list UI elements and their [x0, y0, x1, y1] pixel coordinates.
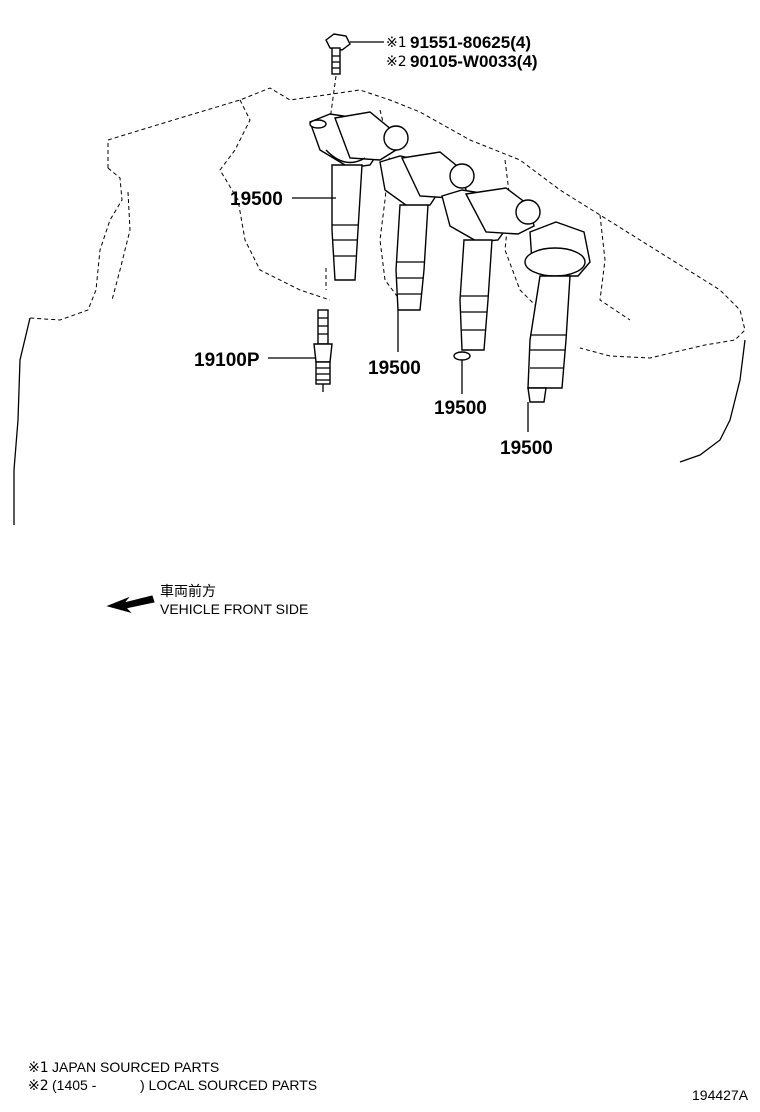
- bolt-callout-2-part: 90105-W0033(4): [410, 52, 538, 71]
- spark-plug: [313, 309, 333, 392]
- bolt-callout-1-mark: ※1: [386, 35, 407, 51]
- coil-1-callout: 19500: [230, 189, 283, 210]
- bolt: [325, 33, 351, 121]
- footnote-1-text: JAPAN SOURCED PARTS: [52, 1059, 219, 1075]
- spark-plug-callout: 19100P: [194, 350, 260, 371]
- front-direction-arrow-icon: [106, 595, 155, 613]
- figure-id: 194427A: [692, 1087, 749, 1103]
- direction-english-label: VEHICLE FRONT SIDE: [160, 601, 308, 617]
- bolt-callout-1-part: 91551-80625(4): [410, 33, 531, 52]
- bolt-callout-2-mark: ※2: [386, 54, 407, 70]
- footnote-2-range: (1405 -: [52, 1077, 97, 1093]
- ignition-coil-1: [309, 111, 409, 290]
- coil-3-callout: 19500: [434, 398, 487, 419]
- engine-head-outline: [13, 87, 746, 525]
- ignition-coil-2: [379, 151, 475, 322]
- footnote-2-text: ) LOCAL SOURCED PARTS: [140, 1077, 317, 1093]
- ignition-coil-3: [441, 187, 541, 361]
- footnote-2-mark: ※2: [28, 1078, 49, 1094]
- coil-4-callout: 19500: [500, 438, 553, 459]
- direction-japanese-label: 車両前方: [160, 583, 216, 599]
- footnote-1-mark: ※1: [28, 1060, 49, 1076]
- ignition-coil-4: [524, 221, 591, 403]
- coil-2-callout: 19500: [368, 358, 421, 379]
